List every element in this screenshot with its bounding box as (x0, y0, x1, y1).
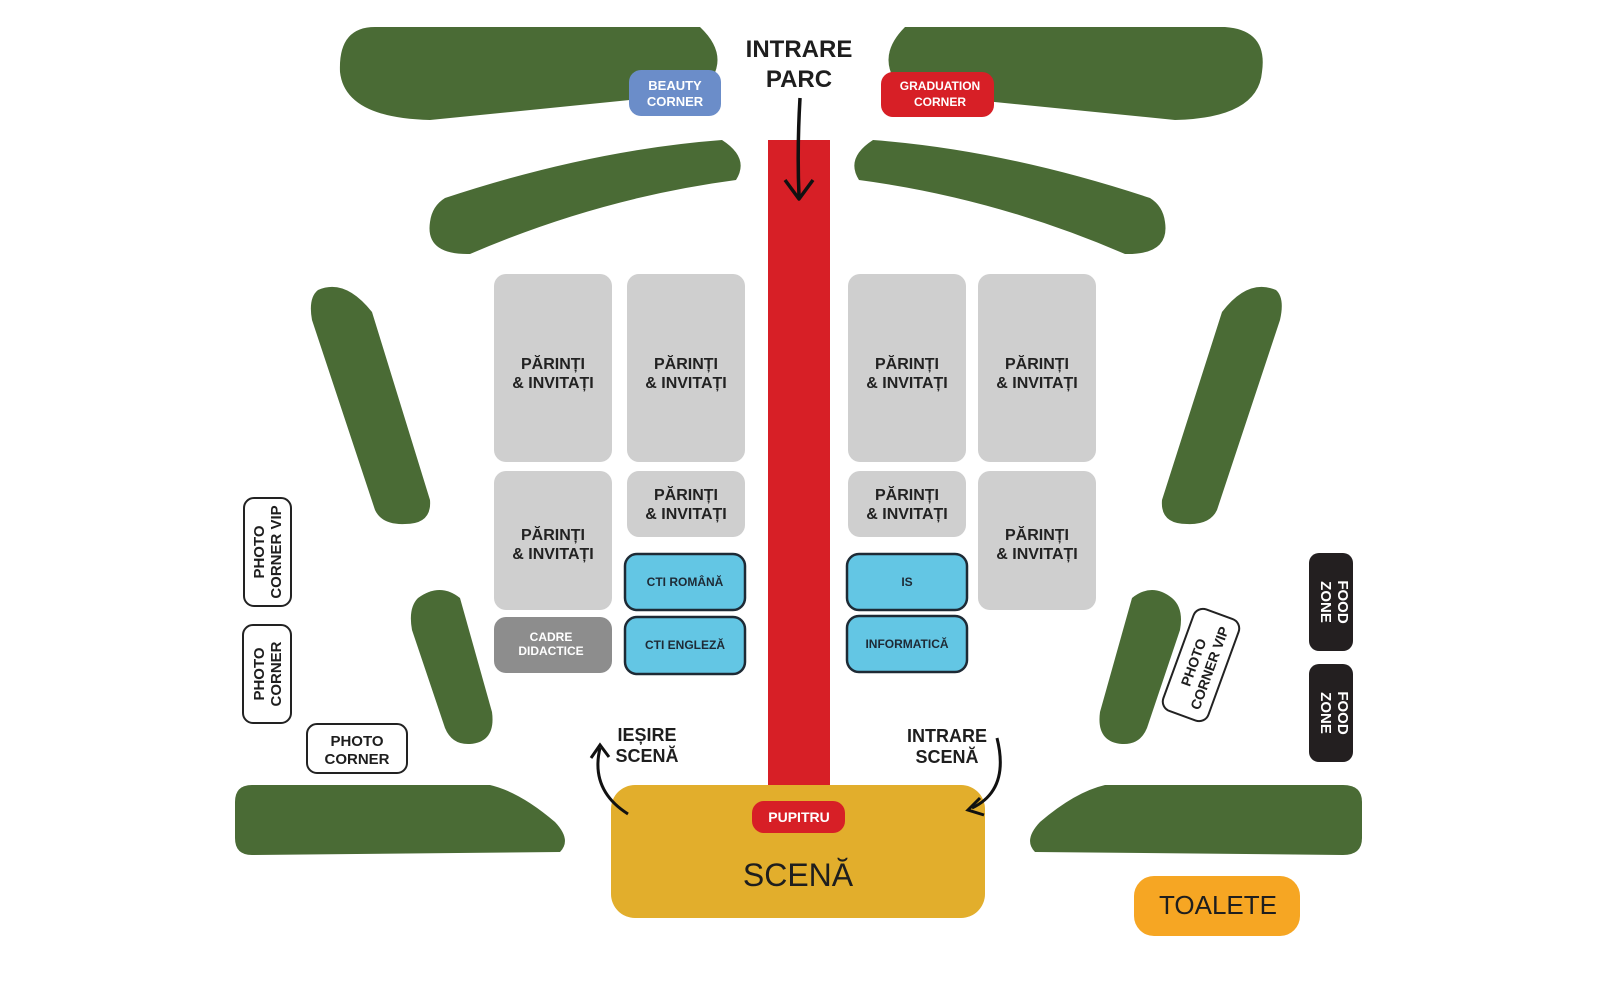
staff-label-line1: CADRE (530, 630, 573, 644)
seat-label-line1: PĂRINȚI (654, 354, 718, 373)
stage-entry-line2: SCENĂ (915, 746, 978, 767)
hedge-low-left (410, 590, 493, 745)
dept-label: INFORMATICĂ (865, 636, 948, 651)
seat-block-parents: PĂRINȚI & INVITAȚI (978, 274, 1096, 462)
seat-label-line1: PĂRINȚI (875, 354, 939, 373)
entrance-arrowhead-icon (783, 178, 815, 201)
photo-corner-line2: CORNER (268, 641, 285, 706)
dept-label: CTI ENGLEZĂ (645, 637, 725, 652)
food-line2: ZONE (1317, 692, 1334, 734)
seat-label-line2: & INVITAȚI (866, 375, 947, 392)
food-line1: FOOD (1334, 691, 1351, 734)
hedge-low-right (1099, 590, 1181, 745)
seat-label-line2: & INVITAȚI (645, 506, 726, 523)
seat-label-line2: & INVITAȚI (512, 546, 593, 563)
stage-entry-arrowhead-icon (965, 796, 985, 817)
photo-vip-line2: CORNER VIP (268, 505, 285, 598)
stage-area: PUPITRU SCENĂ IEȘIRE SCENĂ INTRARE SCENĂ (589, 725, 1002, 918)
seat-block-parents: PĂRINȚI & INVITAȚI (627, 471, 745, 537)
park-entrance: INTRARE PARC (746, 36, 853, 201)
hedge-arc-left (429, 140, 741, 255)
seat-label-line1: PĂRINȚI (521, 354, 585, 373)
stage-exit-arrow-icon (596, 747, 629, 816)
seat-label-line2: & INVITAȚI (996, 375, 1077, 392)
staff-label-line2: DIDACTICE (518, 644, 583, 658)
seat-block-staff: CADRE DIDACTICE (494, 617, 612, 673)
red-carpet (768, 140, 830, 790)
lectern (752, 801, 845, 833)
photo-corner-bottom: PHOTO CORNER (306, 723, 408, 774)
photo-corner-vip-left: PHOTO CORNER VIP (243, 497, 292, 607)
seating-right: PĂRINȚI & INVITAȚI PĂRINȚI & INVITAȚI PĂ… (845, 274, 1096, 674)
graduation-corner-line1: GRADUATION (900, 79, 980, 93)
dept-is: IS (845, 552, 969, 612)
seating-left: PĂRINȚI & INVITAȚI PĂRINȚI & INVITAȚI PĂ… (494, 274, 747, 676)
hedge-mid-right (1161, 286, 1282, 525)
dept-cti-engleza: CTI ENGLEZĂ (623, 615, 747, 676)
photo-corner-left: PHOTO CORNER (242, 624, 292, 724)
toilets: TOALETE (1134, 876, 1300, 936)
beauty-corner: BEAUTY CORNER (629, 70, 721, 116)
hedge-mid-left (310, 286, 431, 525)
seat-block-parents: PĂRINȚI & INVITAȚI (978, 471, 1096, 610)
seat-label-line2: & INVITAȚI (996, 546, 1077, 563)
entrance-line2: PARC (766, 66, 832, 93)
greenery (235, 27, 1362, 855)
seat-label-line1: PĂRINȚI (1005, 525, 1069, 544)
entrance-arrow-icon (796, 97, 802, 197)
hedge-top-left (339, 27, 718, 120)
seat-block-parents: PĂRINȚI & INVITAȚI (848, 471, 966, 537)
photo-corner-line2: CORNER (324, 751, 389, 768)
food-zone-2: FOOD ZONE (1309, 664, 1353, 762)
graduation-corner-line2: CORNER (914, 95, 966, 109)
dept-label: CTI ROMÂNĂ (647, 574, 724, 589)
food-line1: FOOD (1334, 580, 1351, 623)
photo-corner-line1: PHOTO (251, 647, 268, 700)
seat-label-line2: & INVITAȚI (512, 375, 593, 392)
stage-exit-line1: IEȘIRE (617, 725, 676, 745)
entrance-line1: INTRARE (746, 36, 853, 63)
graduation-corner: GRADUATION CORNER (881, 72, 994, 117)
photo-vip-line1: PHOTO (251, 525, 268, 578)
seat-label-line1: PĂRINȚI (654, 485, 718, 504)
stage-entry-line1: INTRARE (907, 726, 987, 746)
seat-label-line2: & INVITAȚI (645, 375, 726, 392)
photo-corner-line1: PHOTO (330, 733, 383, 750)
seat-block-parents: PĂRINȚI & INVITAȚI (494, 471, 612, 610)
dept-cti-romana: CTI ROMÂNĂ (623, 552, 747, 612)
beauty-corner-line1: BEAUTY (648, 78, 702, 93)
seat-label-line1: PĂRINȚI (521, 525, 585, 544)
seat-block-parents: PĂRINȚI & INVITAȚI (627, 274, 745, 462)
hedge-arc-right (854, 140, 1166, 255)
seat-label-line1: PĂRINȚI (1005, 354, 1069, 373)
seat-block-parents: PĂRINȚI & INVITAȚI (494, 274, 612, 462)
dept-informatica: INFORMATICĂ (845, 614, 969, 674)
stage-label: SCENĂ (743, 857, 854, 893)
seat-label-line1: PĂRINȚI (875, 485, 939, 504)
stage-entry-arrow-icon (971, 737, 1002, 810)
hedge-bottom-right (1030, 785, 1362, 855)
photo-corner-vip-right: PHOTO CORNER VIP (1161, 607, 1241, 723)
lectern-label: PUPITRU (768, 809, 829, 825)
stage (611, 785, 985, 918)
dept-label: IS (901, 575, 912, 589)
stage-exit-line2: SCENĂ (615, 745, 678, 766)
toilets-label: TOALETE (1159, 890, 1277, 920)
stage-exit-arrowhead-icon (589, 742, 611, 759)
food-zone-1: FOOD ZONE (1309, 553, 1353, 651)
hedge-bottom-left (235, 785, 565, 855)
beauty-corner-line2: CORNER (647, 94, 704, 109)
seat-label-line2: & INVITAȚI (866, 506, 947, 523)
food-line2: ZONE (1317, 581, 1334, 623)
seat-block-parents: PĂRINȚI & INVITAȚI (848, 274, 966, 462)
